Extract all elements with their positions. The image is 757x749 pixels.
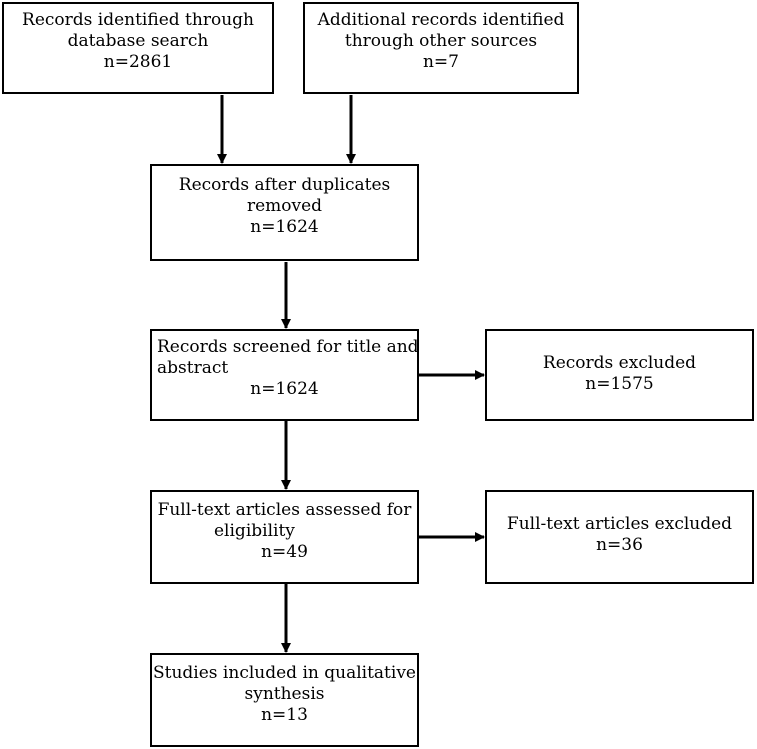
after-duplicates-label-2: removed (246, 196, 323, 216)
other-sources-label-2: through other sources (344, 31, 538, 51)
db-search-label-2: database search (67, 31, 209, 51)
box-fulltext-assessed: Full-text articles assessed for eligibil… (150, 490, 419, 584)
box-fulltext-excluded: Full-text articles excluded n=36 (485, 490, 754, 584)
box-after-duplicates: Records after duplicates removed n=1624 (150, 164, 419, 261)
after-duplicates-count: n=1624 (250, 217, 319, 237)
box-database-search: Records identified through database sear… (2, 2, 274, 94)
db-search-label-1: Records identified through (22, 10, 254, 30)
fulltext-assessed-count: n=49 (261, 542, 308, 562)
screened-count: n=1624 (250, 379, 319, 399)
fulltext-assessed-label-1: Full-text articles assessed for (157, 500, 412, 520)
after-duplicates-label-1: Records after duplicates (178, 175, 391, 195)
other-sources-count: n=7 (422, 52, 459, 72)
other-sources-label-1: Additional records identified (317, 10, 565, 30)
included-label-1: Studies included in qualitative (153, 663, 416, 683)
box-screened: Records screened for title and abstract … (150, 329, 419, 421)
records-excluded-count: n=1575 (585, 374, 654, 394)
included-count: n=13 (261, 705, 308, 725)
fulltext-excluded-count: n=36 (596, 535, 643, 555)
included-label-2: synthesis (244, 684, 325, 704)
records-excluded-label: Records excluded (542, 353, 697, 373)
screened-label-2: abstract (157, 358, 229, 378)
fulltext-assessed-label-2: eligibility (214, 521, 295, 541)
box-studies-included: Studies included in qualitative synthesi… (150, 653, 419, 747)
fulltext-excluded-label: Full-text articles excluded (506, 514, 733, 534)
db-search-count: n=2861 (103, 52, 173, 72)
box-other-sources: Additional records identified through ot… (303, 2, 579, 94)
box-records-excluded: Records excluded n=1575 (485, 329, 754, 421)
screened-label-1: Records screened for title and (157, 337, 419, 357)
